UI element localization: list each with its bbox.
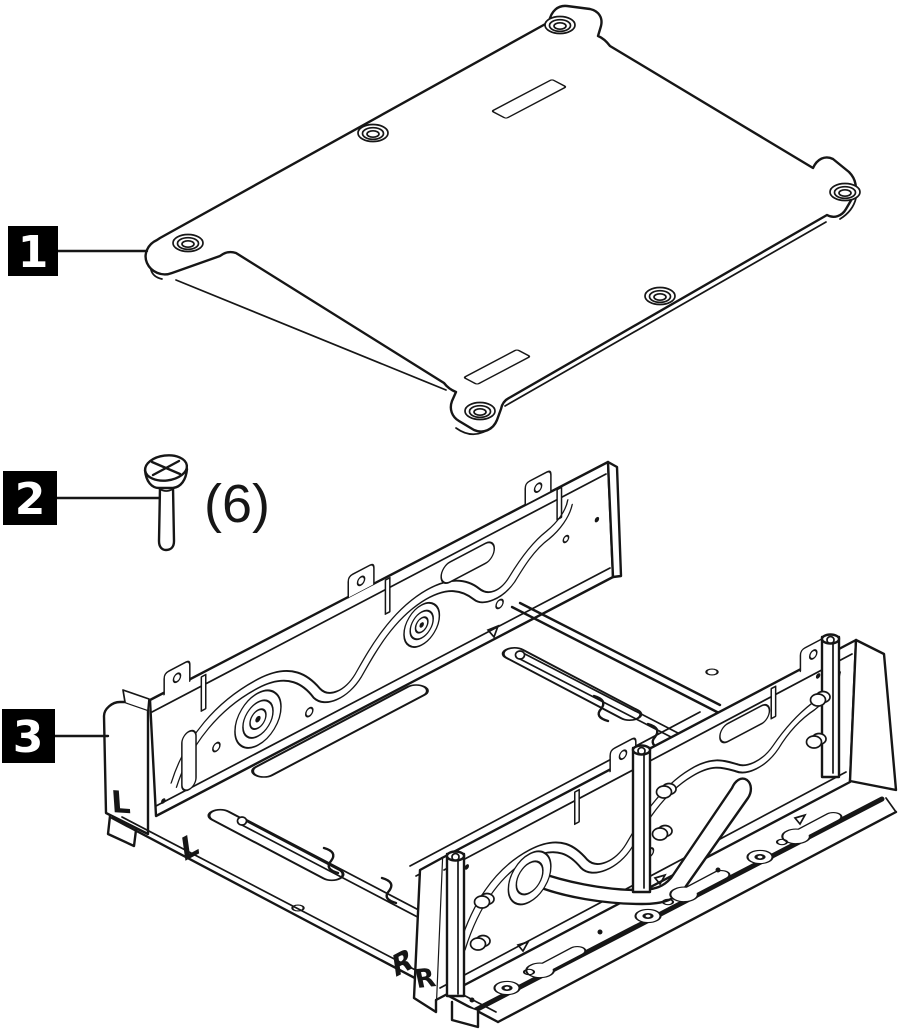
callout-3: 3	[2, 709, 110, 763]
base-slot	[207, 808, 345, 882]
screw-shaft	[157, 485, 176, 552]
retention-rod	[514, 650, 706, 753]
standoff-post	[445, 850, 466, 998]
left-foot	[106, 814, 138, 848]
plate-outline	[144, 4, 857, 433]
callout-1-number: 1	[18, 227, 49, 278]
plate-countersunk-holes	[172, 15, 861, 421]
callout-1-badge	[8, 226, 58, 276]
rear-wall-tabs	[163, 470, 552, 696]
stamp-l-base: L	[179, 824, 201, 870]
front-wall-slit	[573, 788, 580, 826]
phillips-cross-icon	[150, 459, 182, 477]
keyhole-slot	[669, 870, 731, 903]
stamp-l-flange: L	[110, 785, 132, 821]
rear-wall-grommet	[234, 689, 282, 749]
callout-3-number: 3	[13, 712, 44, 763]
front-wall-oval-slot	[719, 703, 771, 744]
callout-2: 2	[3, 471, 161, 525]
callout-2-number: 2	[15, 474, 46, 525]
base-rear-lip	[510, 601, 722, 715]
screw-boss	[746, 849, 774, 865]
callout-3-badge	[2, 709, 55, 763]
keyhole-slot	[781, 812, 843, 845]
plate-edge-thickness	[150, 197, 857, 436]
part-mounting-plate	[144, 4, 861, 436]
bracket-rear-wall: L	[102, 460, 623, 848]
rear-wall-grommet	[403, 601, 441, 648]
part-bracket-assembly: L	[102, 460, 898, 1029]
callout-1: 1	[8, 226, 149, 278]
bracket-front-left-flange: R	[412, 856, 444, 1014]
rear-wall-oval-slot	[440, 541, 496, 584]
front-wall-tabs	[609, 637, 827, 773]
front-wall-wavy-stamp	[458, 668, 836, 946]
screw-quantity-label: (6)	[204, 474, 270, 534]
rear-wall-oval-slot-left	[181, 729, 197, 792]
screw-icon	[143, 454, 189, 552]
base-slot	[251, 684, 429, 778]
rear-wall-small-holes	[161, 516, 600, 804]
rear-wall-end-fold	[606, 460, 623, 579]
callout-2-badge	[3, 471, 57, 525]
plate-slot-top	[491, 79, 567, 119]
stamp-r-base: R	[390, 940, 414, 985]
rear-wall-wavy-stamp	[170, 499, 569, 784]
keyhole-slot	[525, 946, 587, 979]
front-edge	[465, 796, 885, 1017]
bracket-front-wall: R	[412, 633, 898, 1014]
front-wall-slit	[770, 685, 777, 720]
front-wall-grommet	[507, 850, 552, 906]
mounting-pegs	[469, 690, 831, 951]
base-slot	[501, 646, 643, 722]
rear-wall-slits	[200, 486, 563, 712]
bracket-right-flange	[848, 638, 898, 813]
front-foot	[450, 1000, 480, 1029]
bracket-front-rail	[450, 796, 898, 1029]
standoff-post	[631, 744, 652, 894]
standoff-post	[820, 633, 841, 779]
bracket-left-flange: L	[102, 689, 150, 848]
screw-boss	[634, 908, 662, 924]
plate-slot-bottom	[463, 349, 531, 385]
bracket-floor-details: L R	[110, 601, 722, 1024]
screw-boss	[493, 980, 521, 996]
